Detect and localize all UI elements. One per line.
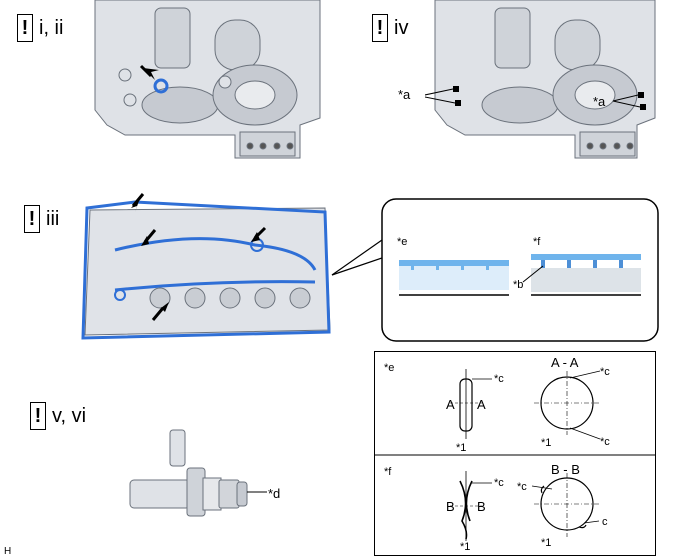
- section-f-side-left: B: [446, 499, 455, 514]
- section-e-title: A - A: [551, 355, 579, 370]
- section-f-one-bottom: *1: [460, 541, 471, 553]
- section-e-c-circle-bottom: *c: [600, 436, 610, 448]
- section-f-c-circle-right: c: [602, 516, 608, 528]
- cross-section-box: [374, 351, 656, 556]
- section-f-side-right: B: [477, 499, 486, 514]
- gasket-detail-box: [381, 198, 659, 342]
- section-f-c-circle-left: *c: [517, 481, 527, 493]
- step-text: iv: [394, 17, 409, 39]
- engine-front-illustration-left: [94, 0, 321, 159]
- section-e-side-right: A: [477, 397, 486, 412]
- caution-icon: !: [17, 14, 33, 42]
- arrow-icon: [161, 302, 169, 312]
- caution-icon: !: [30, 402, 46, 430]
- detail-connector: [331, 239, 383, 276]
- section-e-one-bottom: *1: [456, 442, 467, 454]
- step-label-i-ii: ! i, ii: [17, 14, 63, 42]
- section-e-c-top: *c: [494, 373, 504, 385]
- callout-b: *b: [513, 279, 524, 291]
- cylinder-head-cover-illustration: [81, 193, 331, 340]
- callout-a-right: *a: [593, 94, 606, 109]
- sensor-illustration: [129, 429, 267, 517]
- section-f-tag: *f: [384, 466, 392, 478]
- detail-f-label: *f: [533, 236, 541, 248]
- caution-icon: !: [372, 14, 388, 42]
- caution-icon: !: [24, 205, 40, 233]
- callout-a-left: *a: [398, 87, 411, 102]
- section-f-one-circle: *1: [541, 537, 552, 549]
- engine-front-illustration-right: [425, 0, 656, 159]
- step-text: v, vi: [52, 405, 87, 427]
- sealant-point-marker: [453, 86, 459, 92]
- corner-mark: H: [4, 546, 12, 557]
- highlight-oring-icon: [153, 78, 169, 94]
- step-label-v-vi: ! v, vi: [30, 402, 86, 430]
- sealant-point-marker: [638, 92, 644, 98]
- sealant-point-marker: [455, 100, 461, 106]
- section-e-c-circle-top: *c: [600, 366, 610, 378]
- section-f-c-top: *c: [494, 477, 504, 489]
- arrow-icon: [141, 236, 149, 246]
- step-text: i, ii: [39, 17, 64, 39]
- section-e-tag: *e: [384, 362, 395, 374]
- section-e-one-circle: *1: [541, 437, 552, 449]
- callout-d: *d: [268, 486, 281, 501]
- sealant-point-marker: [640, 104, 646, 110]
- step-label-iv: ! iv: [372, 14, 408, 42]
- step-text: iii: [46, 208, 60, 230]
- detail-e-label: *e: [397, 236, 408, 248]
- step-label-iii: ! iii: [24, 205, 59, 233]
- gasket-outline: [81, 200, 331, 340]
- section-f-title: B - B: [551, 462, 580, 477]
- arrow-icon: [251, 232, 260, 242]
- section-e-side-left: A: [446, 397, 455, 412]
